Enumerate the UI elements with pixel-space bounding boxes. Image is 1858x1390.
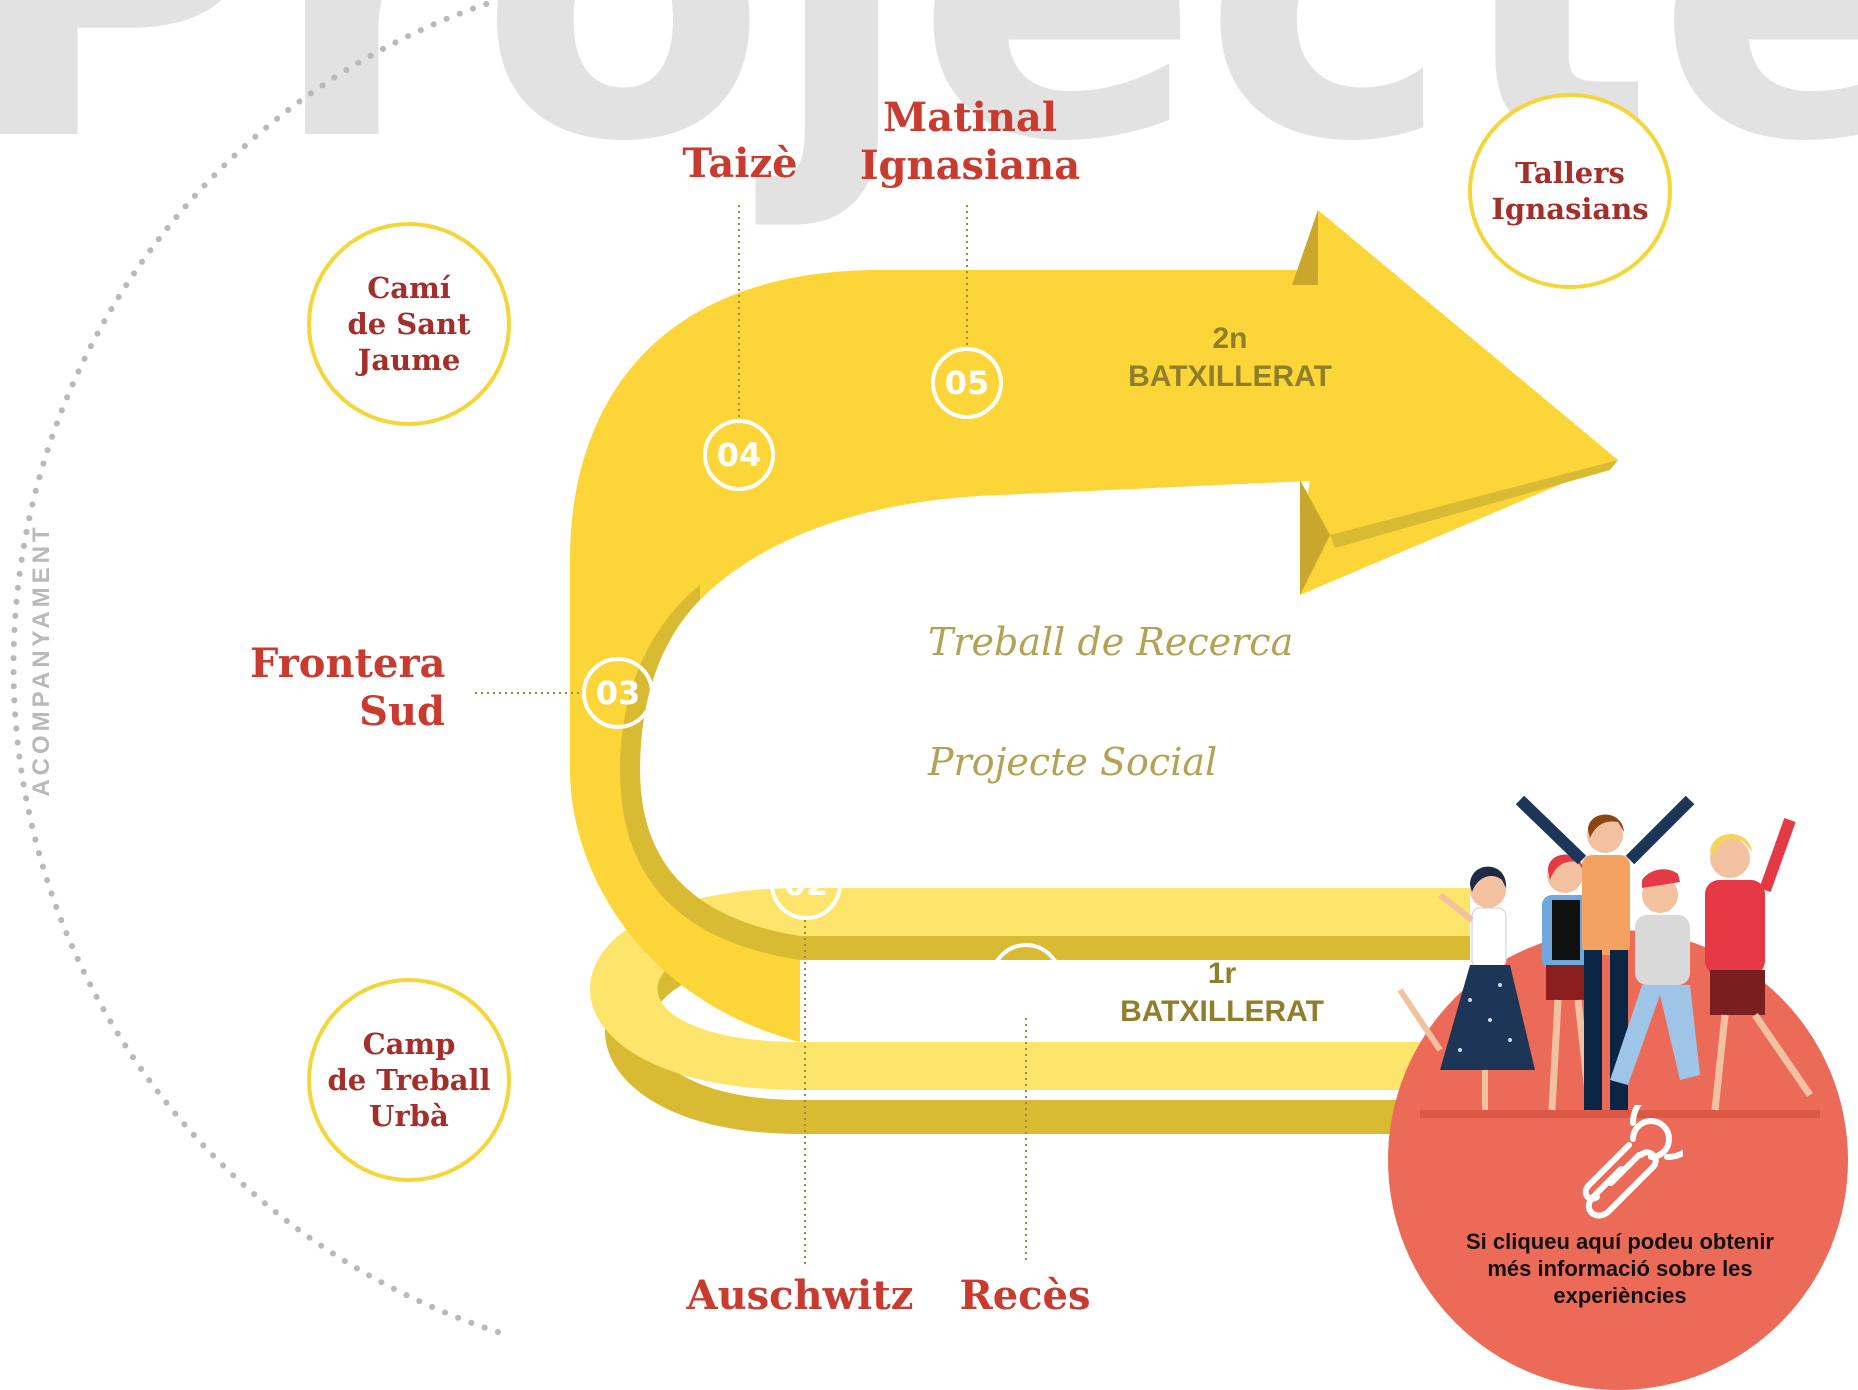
circle-camp-de-treball-urba: Camp de Treball Urbà [307,978,511,1182]
course-2n-line1: 2n [1212,322,1248,355]
step-number-01: 01 [990,943,1062,1015]
course-2n-batxillerat: 2n BATXILLERAT [1110,320,1350,396]
step-number-03: 03 [582,657,654,729]
touch-icon [1582,1105,1683,1219]
step-label-taize: Taizè [682,140,798,187]
step-number-05: 05 [931,347,1003,419]
people-illustration [1397,795,1820,1118]
step-number-04: 04 [703,419,775,491]
circle-tallers-ignasians: Tallers Ignasians [1468,93,1672,289]
step-label-matinal-ignasiana: Matinal Ignasiana [859,94,1081,189]
circle-camp-text: Camp de Treball Urbà [327,1027,491,1133]
circle-cami-de-sant-jaume: Camí de Sant Jaume [307,222,511,426]
step-label-auschwitz: Auschwitz [686,1272,914,1319]
course-1r-batxillerat: 1r BATXILLERAT [1102,955,1342,1031]
projecte-social-label: Projecte Social [928,740,1218,784]
step-label-frontera-sud: Frontera Sud [250,640,446,735]
step-label-reces: Recès [959,1272,1091,1319]
course-1r-line1: 1r [1207,957,1237,990]
circle-tallers-text: Tallers Ignasians [1491,156,1649,226]
course-2n-line2: BATXILLERAT [1128,360,1332,393]
course-1r-line2: BATXILLERAT [1120,995,1324,1028]
treball-de-recerca-label: Treball de Recerca [928,620,1294,664]
step-number-02: 02 [770,848,842,920]
circle-cami-text: Camí de Sant Jaume [347,271,471,377]
more-info-text[interactable]: Si cliqueu aquí podeu obtenir més inform… [1465,1229,1774,1308]
